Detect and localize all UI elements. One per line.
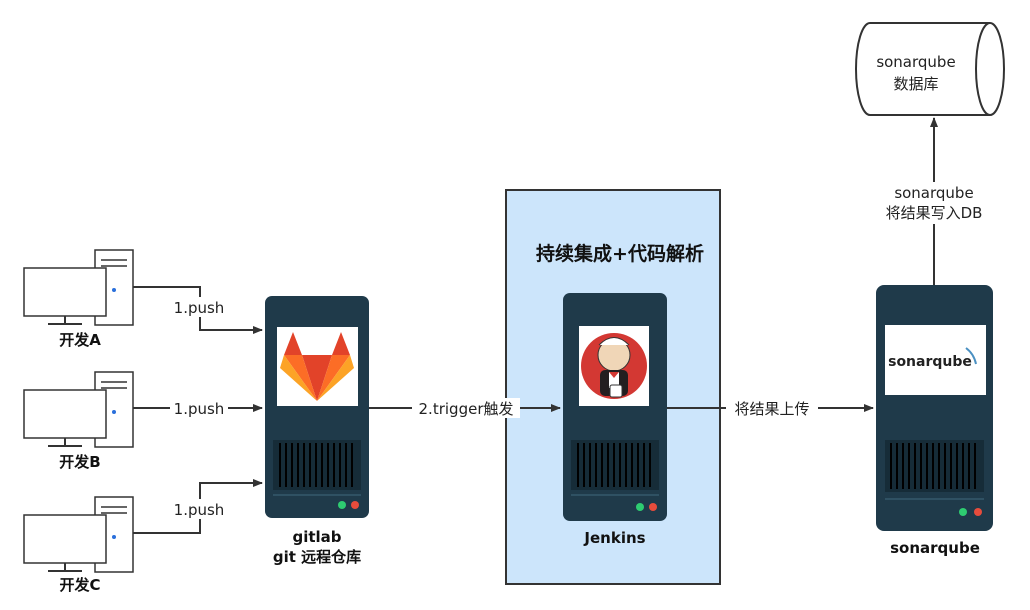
client-c-label: 开发C: [59, 576, 100, 594]
jenkins-label: Jenkins: [583, 529, 645, 547]
client-c: [23, 496, 134, 573]
push-label-a: 1.push: [174, 299, 225, 317]
db-write-label-line1: sonarqube: [894, 184, 973, 202]
gitlab-server: [265, 296, 369, 518]
jenkins-logo-icon: [581, 333, 647, 399]
client-b: [23, 371, 134, 448]
gitlab-label-line2: git 远程仓库: [273, 548, 361, 566]
push-label-c: 1.push: [174, 501, 225, 519]
push-label-b: 1.push: [174, 400, 225, 418]
client-a: [23, 249, 134, 326]
sonarqube-logo-icon: sonarqube: [888, 354, 972, 370]
database-cylinder: [855, 22, 1005, 116]
sonarqube-server: sonarqube: [876, 285, 993, 531]
client-b-label: 开发B: [59, 453, 100, 471]
gitlab-logo-icon: [280, 332, 354, 401]
db-write-label-line2: 将结果写入DB: [886, 204, 983, 222]
ci-title: 持续集成+代码解析: [536, 242, 704, 265]
jenkins-server: [563, 293, 667, 521]
gitlab-label-line1: gitlab: [292, 528, 341, 546]
database-label-line2: 数据库: [893, 75, 938, 93]
sonarqube-label: sonarqube: [890, 539, 980, 557]
upload-label: 将结果上传: [734, 400, 809, 418]
trigger-label: 2.trigger触发: [419, 400, 514, 418]
database-label-line1: sonarqube: [876, 53, 955, 71]
client-a-label: 开发A: [59, 331, 101, 349]
